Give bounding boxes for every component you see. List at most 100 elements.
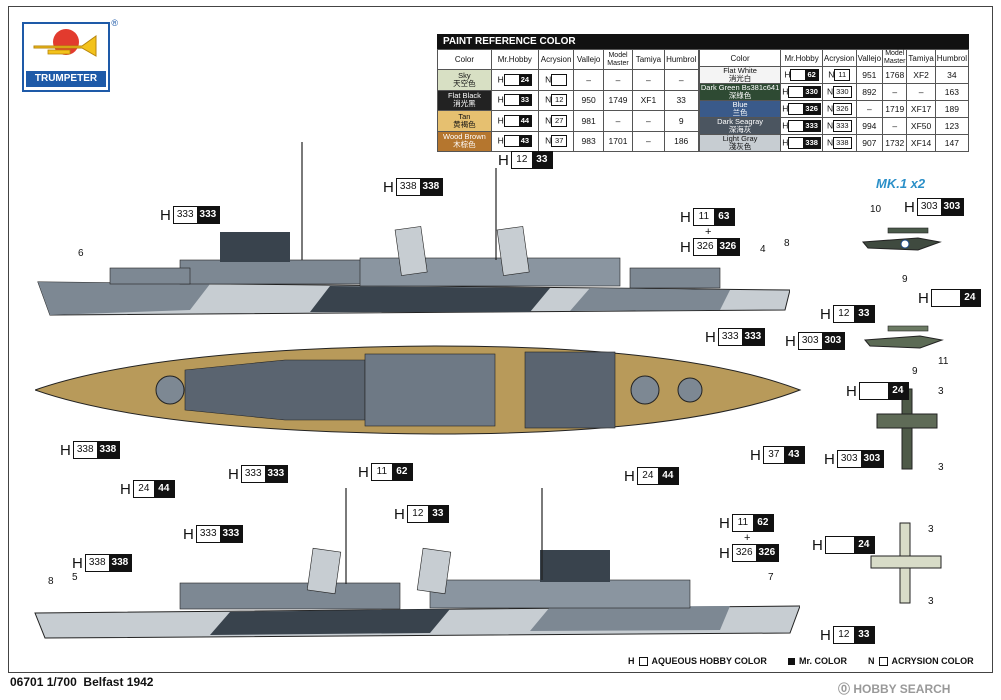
h-mark: H — [60, 441, 71, 459]
color-name: Blue — [732, 100, 748, 109]
header-humbrol: Humbrol — [934, 49, 970, 67]
humbrol-code: 33 — [663, 89, 699, 112]
model-master-code: 1768 — [882, 66, 908, 84]
color-name-cn: 深綠色 — [728, 91, 752, 100]
h-mark: H — [705, 328, 716, 346]
callout-code-black: 303 — [821, 333, 845, 349]
sheet-frame — [8, 6, 993, 673]
callout-code-black: 338 — [108, 555, 132, 571]
watermark: ⓪ HOBBY SEARCH — [838, 682, 951, 696]
paint-reference-table: PAINT REFERENCE COLOR Color Mr.Hobby Acr… — [437, 34, 970, 153]
humbrol-code: 34 — [934, 66, 970, 84]
kit-code: 06701 — [10, 675, 44, 689]
color-name: Tan — [458, 111, 471, 121]
vallejo-code: 907 — [855, 134, 884, 152]
color-name: Flat Black — [447, 91, 481, 101]
h-mark: H — [498, 151, 509, 169]
color-name-cn: 淺灰色 — [728, 142, 752, 151]
paint-table-right: Color Mr.Hobby Acrysion Vallejo Model Ma… — [698, 49, 970, 152]
paint-table-title: PAINT REFERENCE COLOR — [437, 34, 969, 49]
aircraft-side-view-2 — [863, 325, 944, 349]
color-name: Light Gray — [722, 134, 758, 143]
vallejo-code: 981 — [573, 110, 604, 132]
callout-code-white: 338 — [396, 179, 420, 195]
h-mark: H — [846, 382, 857, 400]
legend-aqueous-label: AQUEOUS HOBBY COLOR — [651, 656, 767, 666]
header-humbrol: Humbrol — [663, 48, 699, 71]
header-model-master: Model Master — [882, 49, 908, 67]
header-vallejo: Vallejo — [855, 49, 884, 67]
humbrol-code: 189 — [934, 100, 970, 118]
part-number: 8 — [48, 576, 54, 587]
aircraft-side-view-1 — [861, 227, 942, 251]
tamiya-code: – — [632, 110, 665, 132]
header-mrhobby: Mr.Hobby — [490, 48, 539, 71]
color-name: Sky — [458, 71, 471, 81]
ship-side-view-top — [37, 142, 790, 316]
logo-text: TRUMPETER — [26, 71, 106, 87]
callout-code-black: 62 — [391, 464, 412, 480]
callout-code-black: 43 — [783, 447, 804, 463]
part-number: 9 — [912, 366, 918, 377]
callout-code-black: 24 — [887, 383, 908, 399]
color-name: Wood Brown — [443, 132, 486, 142]
model-master-code: 1749 — [602, 89, 634, 112]
h-mark: H — [812, 536, 823, 554]
trumpeter-logo: TRUMPETER ® — [22, 18, 118, 92]
trumpet-icon — [33, 29, 97, 57]
color-name: Dark Seagray — [717, 117, 763, 126]
vallejo-code: – — [855, 100, 884, 118]
vallejo-code: 950 — [573, 89, 604, 112]
legend-mr-color: Mr. COLOR — [788, 656, 847, 666]
part-number: 7 — [768, 572, 774, 583]
callout-code-black: 63 — [713, 209, 734, 225]
header-color: Color — [437, 48, 492, 71]
callout-code-black: 333 — [741, 329, 765, 345]
tamiya-code: XF17 — [906, 100, 936, 118]
header-tamiya: Tamiya — [906, 49, 936, 67]
tamiya-code: – — [906, 83, 936, 101]
legend-acrysion-label: ACRYSION COLOR — [891, 656, 974, 666]
humbrol-code: 147 — [934, 134, 970, 152]
callout-code-black: 33 — [853, 627, 874, 643]
callout-code-black: 33 — [853, 306, 874, 322]
callout-code-black: 24 — [853, 537, 874, 553]
aqueous-box-icon — [638, 656, 648, 666]
ship-top-view — [35, 345, 802, 435]
callout-code-white — [931, 290, 960, 306]
humbrol-code: 186 — [663, 130, 699, 153]
callout-code-white: 12 — [511, 152, 532, 168]
model-master-code: 1701 — [602, 130, 634, 153]
callout-code-black: 44 — [153, 481, 174, 497]
part-number: 3 — [938, 462, 944, 473]
callout-code-white: 11 — [693, 209, 714, 225]
vallejo-code: – — [573, 69, 604, 91]
tamiya-code: XF1 — [632, 89, 665, 112]
callout-code-white: 333 — [718, 329, 742, 345]
